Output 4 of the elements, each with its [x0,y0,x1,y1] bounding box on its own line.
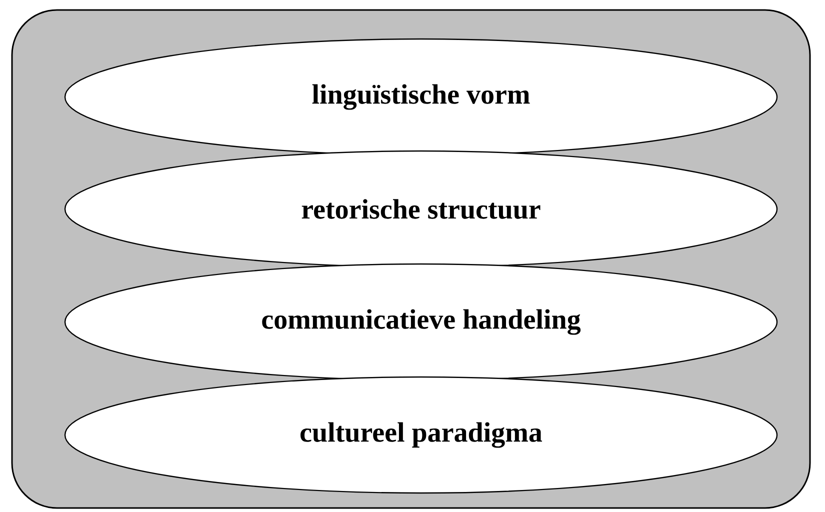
ellipse-label: communicatieve handeling [64,263,778,381]
ellipse-label: retorische structuur [64,150,778,268]
ellipse-label: cultureel paradigma [64,376,778,494]
ellipse-label: linguïstische vorm [64,38,778,156]
